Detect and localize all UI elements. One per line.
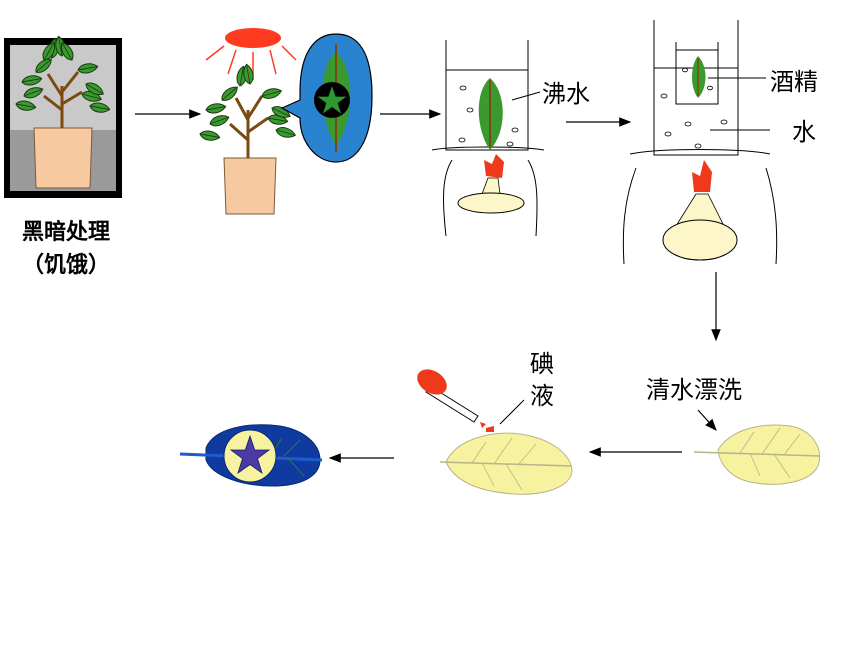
rinsed-leaf	[693, 424, 821, 485]
label-rinse: 清水漂洗	[646, 376, 742, 404]
light-exposure-panel	[198, 28, 373, 215]
label-iodine-2: 液	[530, 382, 554, 410]
rinse-pointer	[697, 409, 717, 431]
alcohol-bath-panel	[622, 20, 778, 265]
label-water: 水	[792, 118, 816, 146]
sun-icon	[225, 28, 281, 48]
star-icon-result	[229, 434, 271, 475]
star-icon	[317, 86, 347, 114]
dark-treatment-panel	[4, 35, 122, 198]
iodine-panel	[417, 369, 573, 495]
result-leaf	[179, 424, 323, 487]
boiling-water-panel	[431, 40, 545, 237]
dropper-bulb	[417, 369, 447, 395]
label-starvation: （饥饿）	[22, 252, 110, 278]
label-iodine-1: 碘	[530, 350, 554, 378]
label-dark-treatment: 黑暗处理	[22, 219, 110, 245]
label-boiling-water: 沸水	[542, 80, 590, 108]
label-alcohol: 酒精	[770, 68, 818, 96]
